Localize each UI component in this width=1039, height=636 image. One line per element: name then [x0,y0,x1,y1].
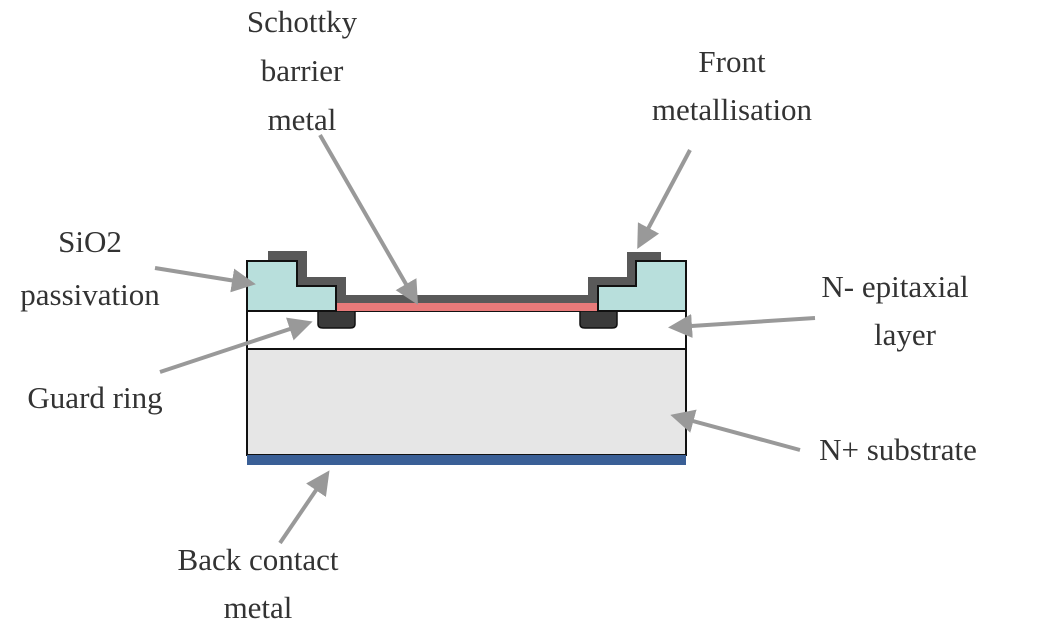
label-sio2-1: SiO2 [58,224,122,259]
arrow-guard [159,317,313,374]
label-schottky-1: Schottky [247,4,358,39]
sio2-passivation-right [597,260,687,312]
label-back-1: Back contact [178,542,339,577]
label-epi-2: layer [874,317,937,352]
arrow-front [637,149,692,250]
label-schottky-3: metal [268,102,337,137]
label-epi-1: N- epitaxial [821,269,968,304]
sio2-passivation-left [246,260,337,312]
label-back-2: metal [224,590,293,625]
label-front-2: metallisation [652,92,813,127]
guard-ring-right [579,310,618,329]
label-guard: Guard ring [27,380,162,415]
n-plus-substrate [246,348,687,456]
guard-ring-left [317,310,356,329]
arrow-back [278,470,330,545]
arrow-sio2 [154,266,256,293]
back-contact-metal [247,455,686,465]
label-sio2-2: passivation [20,277,160,312]
label-front-1: Front [698,44,766,79]
n-minus-epitaxial-layer [246,310,687,350]
label-substrate: N+ substrate [819,432,977,467]
label-schottky-2: barrier [261,53,344,88]
arrow-substrate [670,409,801,452]
schottky-barrier-metal [336,303,598,311]
arrow-epi [668,313,816,338]
arrow-schottky [318,134,418,305]
